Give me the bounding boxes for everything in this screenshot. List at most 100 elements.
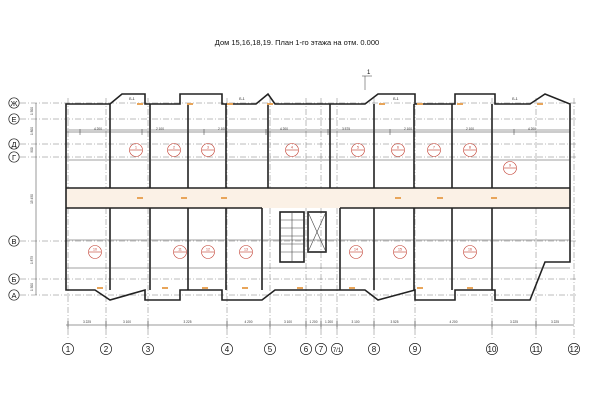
axis-bubble-circle bbox=[142, 343, 154, 355]
axis-bubble-Б: Б bbox=[8, 273, 20, 285]
axis-bubble-8: 7/1 bbox=[331, 343, 343, 355]
axis-bubble-circle bbox=[8, 97, 20, 109]
bottom-dimension-label: 3 225 bbox=[184, 320, 192, 324]
stair-mark-label: Б-1 bbox=[393, 97, 398, 101]
unit-marker-8: 8 bbox=[463, 143, 477, 157]
axis-bubble-circle bbox=[264, 343, 276, 355]
unit-number: 1 bbox=[135, 146, 137, 150]
door bbox=[437, 197, 443, 199]
unit-marker-10: 10 bbox=[88, 245, 102, 259]
axis-bubble-circle bbox=[8, 289, 20, 301]
door bbox=[162, 287, 168, 289]
unit-marker-14: 14 bbox=[349, 245, 363, 259]
unit-marker-13: 13 bbox=[239, 245, 253, 259]
bottom-dimension-label: 3 525 bbox=[391, 320, 399, 324]
axis-label: 1 bbox=[66, 345, 71, 354]
axis-label: Б bbox=[12, 275, 17, 284]
axis-bubble-А: А bbox=[8, 289, 20, 301]
door bbox=[349, 287, 355, 289]
side-dimension-label: 1 500 bbox=[30, 283, 34, 291]
door bbox=[467, 287, 473, 289]
unit-marker-circle bbox=[393, 245, 407, 259]
section-mark: 1 bbox=[362, 70, 372, 90]
bottom-dimension-label: 3 100 bbox=[352, 320, 360, 324]
stair-mark-label: Б-1 bbox=[129, 97, 134, 101]
top-dimension-label: 2 100 bbox=[218, 127, 226, 131]
door bbox=[457, 103, 463, 105]
unit-marker-16: 16 bbox=[463, 245, 477, 259]
axis-bubble-circle bbox=[368, 343, 380, 355]
unit-marker-2: 2 bbox=[167, 143, 181, 157]
bottom-dimension-label: 1 200 bbox=[310, 320, 318, 324]
bottom-dimension-label: 3 225 bbox=[83, 320, 91, 324]
bottom-dimension-label: 3 100 bbox=[284, 320, 292, 324]
axis-bubble-2: 2 bbox=[100, 343, 112, 355]
unit-marker-circle bbox=[173, 245, 187, 259]
door bbox=[379, 103, 385, 105]
unit-marker-circle bbox=[239, 245, 253, 259]
unit-number: 9 bbox=[509, 164, 511, 168]
corridor bbox=[66, 188, 571, 208]
axis-bubble-Ж: Ж bbox=[8, 97, 20, 109]
axis-bubble-Д: Д bbox=[8, 138, 20, 150]
top-dimension-label: 2 100 bbox=[466, 127, 474, 131]
side-dimension-label: 1 500 bbox=[30, 107, 34, 115]
axis-label: 8 bbox=[372, 345, 377, 354]
unit-number: 11 bbox=[178, 248, 182, 252]
unit-number: 5 bbox=[357, 146, 359, 150]
unit-number: 13 bbox=[244, 248, 248, 252]
door bbox=[537, 103, 543, 105]
door bbox=[395, 197, 401, 199]
top-dimension-label: 2 100 bbox=[156, 127, 164, 131]
unit-marker-circle bbox=[503, 161, 517, 175]
bottom-dimension-label: 1 200 bbox=[325, 320, 333, 324]
axis-bubble-circle bbox=[8, 113, 20, 125]
axis-bubble-circle bbox=[530, 343, 542, 355]
axis-bubble-10: 9 bbox=[409, 343, 421, 355]
unit-marker-9: 9 bbox=[503, 161, 517, 175]
axis-label: 6 bbox=[304, 345, 309, 354]
axis-bubble-circle bbox=[409, 343, 421, 355]
unit-marker-6: 6 bbox=[391, 143, 405, 157]
axis-label: Г bbox=[12, 153, 16, 162]
unit-number: 2 bbox=[173, 146, 175, 150]
axis-bubble-13: 12 bbox=[568, 343, 580, 355]
unit-marker-circle bbox=[427, 143, 441, 157]
horizontal-grid-lines bbox=[20, 102, 578, 296]
axis-bubble-1: 1 bbox=[62, 343, 74, 355]
axis-bubble-circle bbox=[8, 235, 20, 247]
axis-bubble-circle bbox=[331, 343, 343, 355]
bottom-dimension-label: 3 225 bbox=[551, 320, 559, 324]
unit-marker-circle bbox=[391, 143, 405, 157]
axis-bubble-7: 7 bbox=[315, 343, 327, 355]
bottom-dimension-label: 4 200 bbox=[450, 320, 458, 324]
door bbox=[187, 103, 193, 105]
unit-marker-circle bbox=[88, 245, 102, 259]
door bbox=[242, 287, 248, 289]
section-mark-label: 1 bbox=[367, 70, 371, 76]
unit-number: 12 bbox=[206, 248, 210, 252]
door bbox=[297, 287, 303, 289]
axis-bubble-circle bbox=[100, 343, 112, 355]
unit-marker-5: 5 bbox=[351, 143, 365, 157]
bottom-dimension-label: 3 100 bbox=[123, 320, 131, 324]
door bbox=[97, 287, 103, 289]
outer-wall bbox=[65, 92, 571, 301]
axis-bubble-circle bbox=[8, 151, 20, 163]
axis-label: Д bbox=[11, 140, 16, 149]
plan-title: Дом 15,16,18,19. План 1-го этажа на отм.… bbox=[214, 38, 380, 47]
door bbox=[267, 103, 273, 105]
axis-label: 2 bbox=[104, 345, 109, 354]
axis-bubble-circle bbox=[315, 343, 327, 355]
unit-marker-circle bbox=[349, 245, 363, 259]
unit-marker-12: 12 bbox=[201, 245, 215, 259]
doors bbox=[97, 103, 543, 289]
axis-label: 5 bbox=[268, 345, 273, 354]
unit-number: 14 bbox=[354, 248, 358, 252]
